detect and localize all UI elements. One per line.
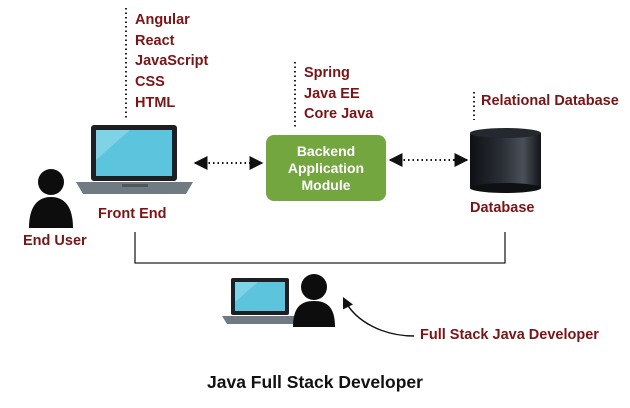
tech-angular: Angular xyxy=(135,12,190,28)
database-icon xyxy=(470,128,541,193)
tech-css: CSS xyxy=(135,74,165,91)
backend-box-line-2: Application xyxy=(287,159,365,176)
database-tech-label: Relational Database xyxy=(481,93,619,109)
tech-react: React xyxy=(135,32,175,49)
tech-javascript: JavaScript xyxy=(135,53,209,70)
system-bracket xyxy=(134,232,506,264)
tech-core-java: Core Java xyxy=(304,106,374,123)
frontend-tech-list: Angular React JavaScript CSS HTML xyxy=(135,10,208,114)
backend-application-module-box: Backend Application Module xyxy=(266,135,386,201)
developer-label: Full Stack Java Developer xyxy=(420,327,599,343)
end-user-label: End User xyxy=(23,233,87,249)
developer-laptop-icon xyxy=(222,278,298,324)
tech-html: HTML xyxy=(135,94,176,111)
database-label: Database xyxy=(470,200,535,216)
tech-spring: Spring xyxy=(304,65,350,81)
tech-java-ee: Java EE xyxy=(304,85,360,102)
backend-box-line-3: Module xyxy=(301,176,351,193)
backend-tech-list: Spring Java EE Core Java xyxy=(304,63,373,125)
end-user-icon xyxy=(29,169,73,228)
curved-arrow-icon xyxy=(342,296,415,337)
backend-box-line-1: Backend xyxy=(296,142,356,159)
front-end-label: Front End xyxy=(98,206,167,222)
laptop-icon xyxy=(76,125,193,194)
diagram-caption: Java Full Stack Developer xyxy=(207,372,423,392)
developer-user-icon xyxy=(293,274,335,327)
